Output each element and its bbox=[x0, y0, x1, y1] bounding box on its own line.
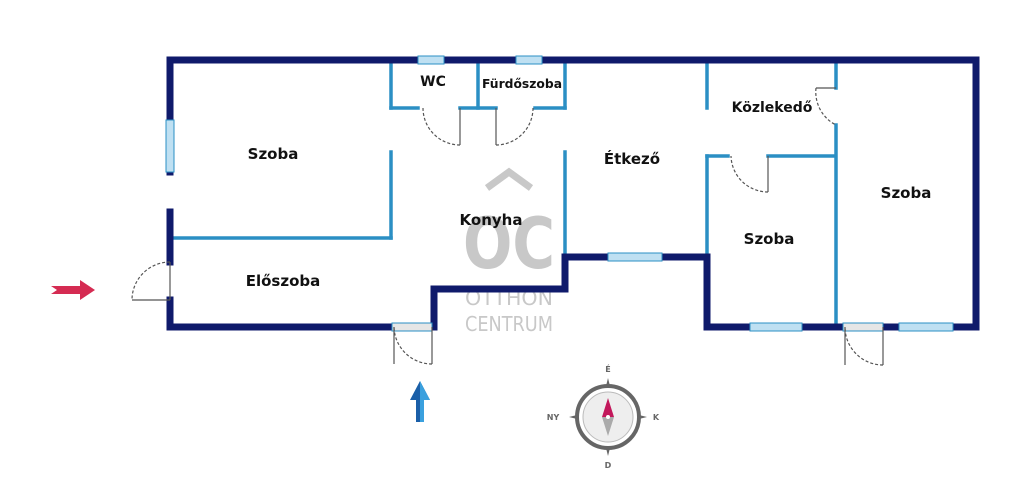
room-label-wc: WC bbox=[420, 74, 446, 90]
north-arrow-icon bbox=[410, 381, 430, 422]
outer-wall bbox=[538, 56, 980, 331]
outer-wall bbox=[428, 253, 612, 331]
door-wc bbox=[422, 107, 461, 146]
doors bbox=[131, 87, 884, 366]
compass-needle-north bbox=[602, 398, 614, 417]
outer-wall bbox=[166, 296, 396, 331]
window bbox=[515, 55, 543, 65]
outer-walls bbox=[166, 56, 980, 331]
room-label-etkezo: Étkező bbox=[604, 149, 660, 168]
window bbox=[417, 55, 445, 65]
compass-north-label: É bbox=[605, 363, 610, 374]
window bbox=[898, 322, 954, 332]
compass-needle-south bbox=[602, 417, 614, 436]
outer-wall bbox=[658, 253, 754, 331]
entry-arrow-icon bbox=[51, 280, 95, 300]
inner-walls bbox=[172, 60, 838, 327]
watermark-roof-icon bbox=[484, 167, 534, 191]
door-middle-room bbox=[730, 155, 769, 193]
room-label-konyha: Konyha bbox=[460, 211, 523, 229]
room-label-kozlekedo: Közlekedő bbox=[732, 100, 813, 116]
window bbox=[165, 119, 175, 173]
room-label-eloszoba: Előszoba bbox=[246, 272, 321, 290]
watermark-line2: CENTRUM bbox=[465, 312, 553, 336]
watermark-monogram: OC bbox=[463, 203, 555, 285]
compass-south-label: D bbox=[605, 461, 612, 470]
room-label-szoba-left: Szoba bbox=[248, 145, 299, 163]
room-labels: WC Fürdőszoba Közlekedő Szoba Étkező Szo… bbox=[246, 74, 932, 290]
window bbox=[391, 322, 433, 332]
window bbox=[607, 252, 663, 262]
door-entrance-bottom bbox=[393, 326, 433, 365]
door-hallway bbox=[815, 87, 837, 126]
door-bathroom bbox=[495, 107, 534, 146]
window bbox=[842, 322, 884, 332]
door-entrance-left bbox=[131, 261, 171, 301]
room-label-szoba-right: Szoba bbox=[881, 184, 932, 202]
compass-east-label: K bbox=[653, 413, 660, 422]
watermark: OC OTTHON CENTRUM bbox=[463, 167, 555, 336]
room-label-furdoszoba: Fürdőszoba bbox=[482, 77, 562, 91]
door-bottom-right bbox=[844, 326, 884, 366]
room-label-szoba-middle: Szoba bbox=[744, 230, 795, 248]
window bbox=[749, 322, 803, 332]
compass-icon: É D NY K bbox=[547, 363, 660, 470]
compass-west-label: NY bbox=[547, 413, 560, 422]
